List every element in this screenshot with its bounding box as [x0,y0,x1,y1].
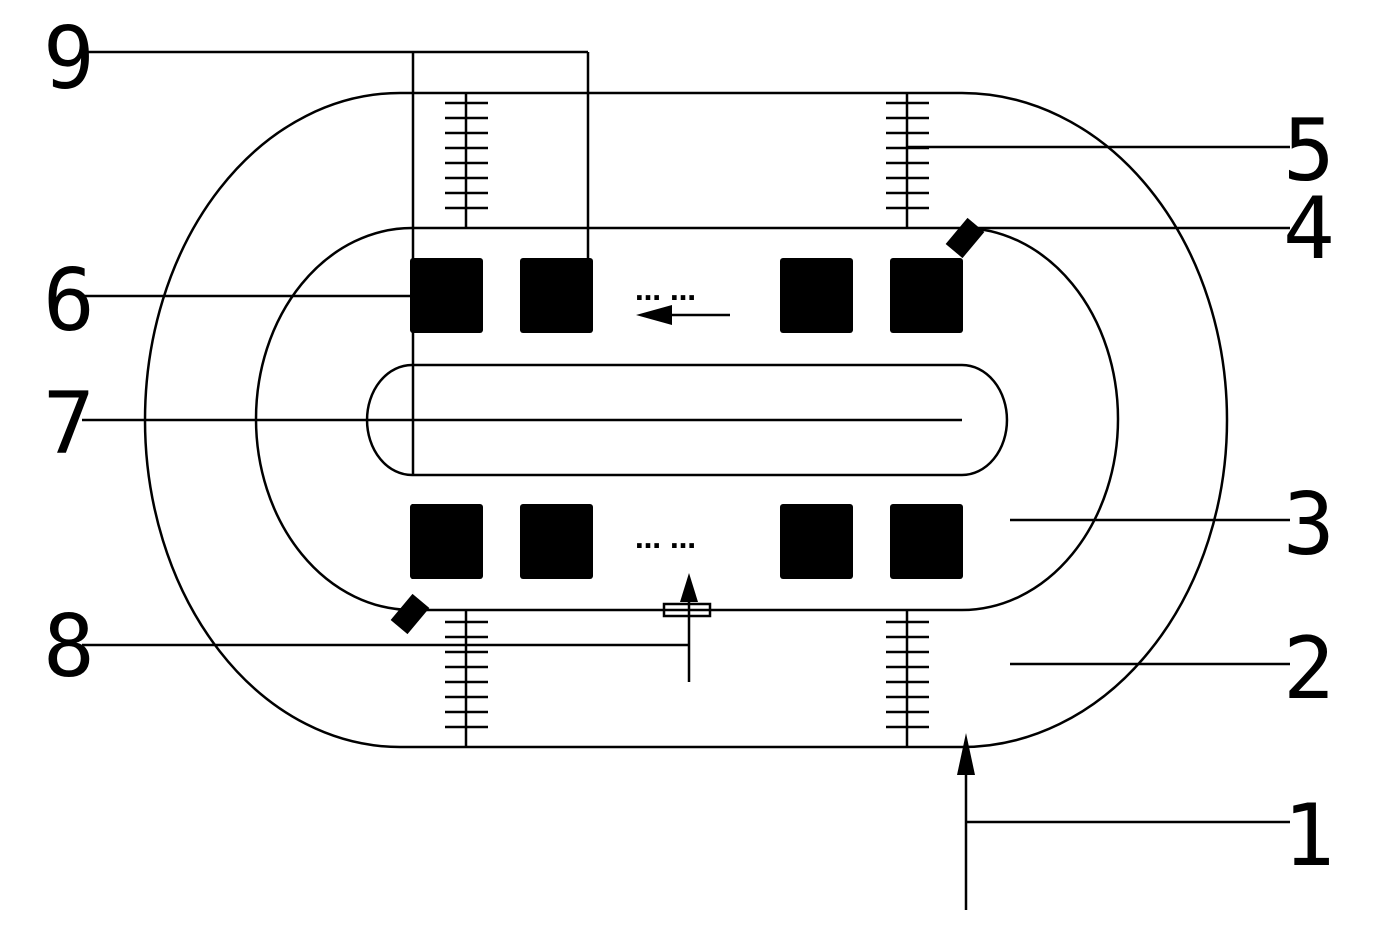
label-9: 9 [43,9,95,109]
ellipsis-bottom: … … [635,525,696,555]
diamond-marker-4 [945,217,985,259]
label-1: 1 [1283,786,1335,886]
ladder-bottom-left [445,610,488,747]
block-top-1 [410,258,483,333]
label-8: 8 [43,597,95,697]
diamond-marker-bottom [390,593,430,635]
block-bottom-3 [780,504,853,579]
outer-track [143,91,1229,749]
label-7: 7 [43,374,95,474]
central-island [365,363,1009,477]
ellipsis-top: … … [635,277,696,307]
label-4: 4 [1283,179,1335,279]
entry-arrow-1 [957,733,975,910]
block-top-4 [890,258,963,333]
block-bottom-1 [410,504,483,579]
ladder-bottom-right [886,610,929,747]
ladder-top-right [886,93,929,228]
inner-track [254,226,1120,612]
ladder-top-left [445,93,488,228]
block-top-2 [520,258,593,333]
block-bottom-2 [520,504,593,579]
label-5: 5 [1283,101,1335,201]
label-6: 6 [43,251,95,351]
label-3: 3 [1283,475,1335,575]
block-bottom-4 [890,504,963,579]
up-arrow-8 [662,573,712,682]
label-2: 2 [1283,619,1335,719]
flow-left-arrow [636,305,730,325]
block-top-3 [780,258,853,333]
